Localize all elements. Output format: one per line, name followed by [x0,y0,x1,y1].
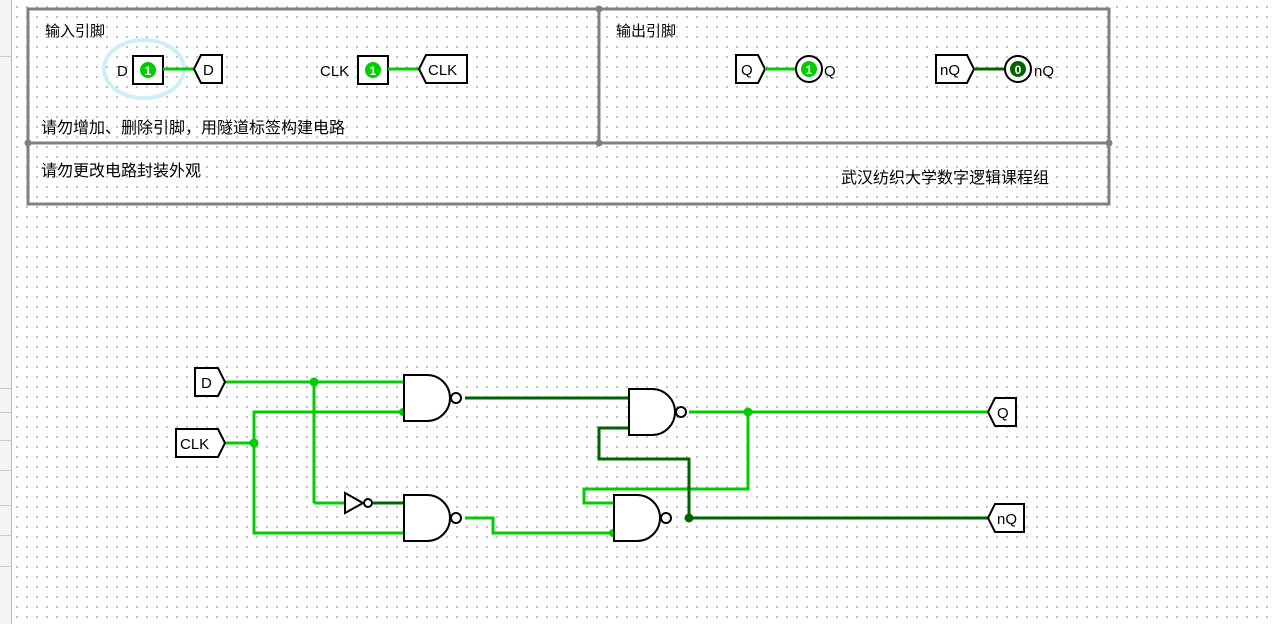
tunnel-nq-top[interactable]: nQ [935,54,976,84]
input-pin-d-label: D [117,63,128,80]
credit-text: 武汉纺织大学数字逻辑课程组 [841,169,1049,187]
tunnel-q-top-label: Q [741,62,753,79]
input-pin-clk-value: 1 [370,64,377,78]
input-pin-clk[interactable]: 1 [357,55,389,85]
tunnel-d-circuit[interactable]: D [194,367,227,397]
tunnel-d-top[interactable]: D [192,54,223,84]
tunnel-clk-circuit-label: CLK [180,436,209,453]
tunnel-d-circuit-label: D [201,375,212,392]
input-pin-d[interactable]: 1 [132,55,164,85]
not-gate[interactable] [344,491,373,515]
wire-junctions [249,377,753,537]
output-pin-q[interactable]: 1 [795,55,823,83]
wires-high [225,380,988,535]
nand-gate-4[interactable] [613,494,672,542]
output-pin-nq-label: nQ [1034,63,1054,80]
appearance-frame [26,7,1111,206]
output-pin-q-label: Q [824,63,836,80]
tunnel-q-circuit[interactable]: Q [986,397,1017,427]
tunnel-clk-top[interactable]: CLK [417,54,468,84]
tunnel-nq-circuit[interactable]: nQ [986,503,1025,533]
input-pin-d-value: 1 [145,64,152,78]
nand-gate-3[interactable] [628,388,687,436]
output-pin-nq[interactable]: 0 [1004,55,1032,83]
tunnel-q-circuit-label: Q [997,405,1009,422]
output-section-label: 输出引脚 [616,23,676,40]
frame-handles [24,5,1113,147]
warning-pins-text: 请勿增加、删除引脚，用隧道标签构建电路 [41,119,345,137]
output-pin-q-value: 1 [806,63,813,77]
tunnel-clk-circuit[interactable]: CLK [175,428,227,458]
input-section-label: 输入引脚 [45,23,105,40]
nand-gate-1[interactable] [403,374,462,422]
tunnel-nq-top-label: nQ [940,62,960,79]
wires-low [373,396,988,520]
warning-appearance-text: 请勿更改电路封装外观 [41,162,201,180]
tunnel-q-top[interactable]: Q [735,54,767,84]
tunnel-d-top-label: D [203,62,214,79]
nand-gate-2[interactable] [403,494,462,542]
tunnel-clk-top-label: CLK [428,62,457,79]
left-panel-edge [0,0,12,624]
tunnel-nq-circuit-label: nQ [997,511,1017,528]
input-pin-clk-label: CLK [320,63,349,80]
output-pin-nq-value: 0 [1015,63,1022,77]
